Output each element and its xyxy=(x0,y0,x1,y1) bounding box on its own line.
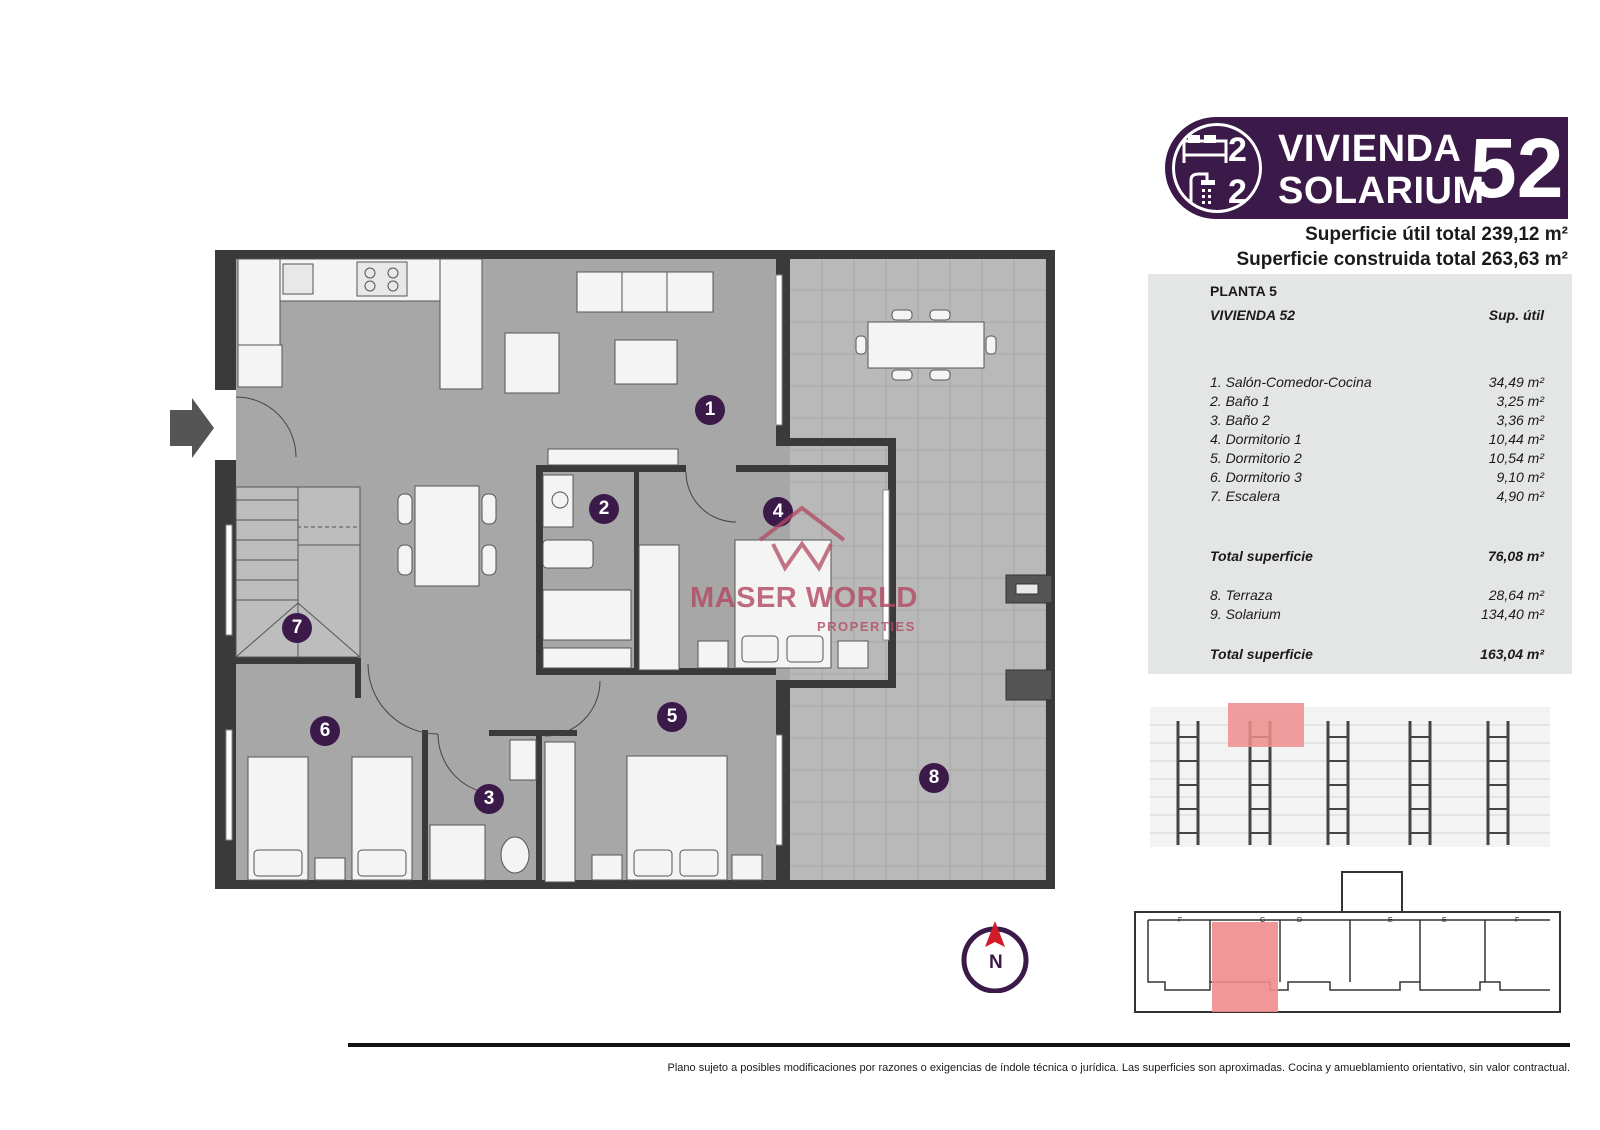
table-row-label: 2. Baño 1 xyxy=(1210,393,1270,409)
table-row-label: 1. Salón-Comedor-Cocina xyxy=(1210,374,1372,390)
room-badge-2: 2 xyxy=(589,494,619,524)
table-row-value: 3,25 m² xyxy=(1496,393,1544,409)
table-floor: PLANTA 5 xyxy=(1210,283,1277,299)
built-surface-total: Superficie construida total 263,63 m² xyxy=(1236,249,1568,270)
watermark-text: MASER WORLD xyxy=(690,582,918,614)
key-letter: F xyxy=(1515,917,1520,924)
table-row-value: 134,40 m² xyxy=(1480,606,1544,622)
bathroom-1-fixtures xyxy=(542,474,680,671)
dining-table xyxy=(397,485,497,587)
kitchen xyxy=(237,258,483,390)
key-letter: F xyxy=(1178,917,1183,924)
room-badge-3: 3 xyxy=(474,784,504,814)
table-row-value: 9,10 m² xyxy=(1496,469,1544,485)
badge-icon-circle xyxy=(1172,123,1262,213)
key-letter: D xyxy=(1297,917,1303,924)
table-row-label: 4. Dormitorio 1 xyxy=(1210,431,1302,447)
table-row-label: 9. Solarium xyxy=(1210,606,1281,622)
key-letter: E xyxy=(1388,917,1393,924)
bathroom-count: 2 xyxy=(1228,173,1247,211)
unit-highlight xyxy=(1228,703,1304,747)
building-elevation-key xyxy=(1150,703,1550,847)
entrance-arrow-icon xyxy=(170,398,214,458)
terrace-fixtures xyxy=(1005,574,1053,701)
table-row-value: 10,54 m² xyxy=(1488,450,1544,466)
table-row-label: 3. Baño 2 xyxy=(1210,412,1270,428)
room-badge-4: 4 xyxy=(763,497,793,527)
room-badge-8: 8 xyxy=(919,763,949,793)
table-row-value: 3,36 m² xyxy=(1496,412,1544,428)
unit-number: 52 xyxy=(1470,121,1564,215)
room-badge-7: 7 xyxy=(282,613,312,643)
bedroom-3-beds xyxy=(247,756,413,881)
unit-type-title: VIVIENDA xyxy=(1278,128,1462,170)
footer-rule xyxy=(348,1043,1570,1047)
key-letter: E xyxy=(1442,917,1447,924)
watermark-subtext: PROPERTIES xyxy=(817,619,916,634)
unit-highlight-floor xyxy=(1212,922,1278,1012)
table-row-label: 8. Terraza xyxy=(1210,587,1273,603)
table-row-label: 5. Dormitorio 2 xyxy=(1210,450,1302,466)
table-row-value: 28,64 m² xyxy=(1488,587,1544,603)
table-total-label: Total superficie xyxy=(1210,548,1313,564)
table-unit: VIVIENDA 52 xyxy=(1210,307,1296,323)
useful-surface-total: Superficie útil total 239,12 m² xyxy=(1305,224,1568,245)
bathroom-2-fixtures xyxy=(429,739,537,881)
table-total-value: 163,04 m² xyxy=(1480,646,1544,662)
terrace-table xyxy=(855,309,997,381)
disclaimer: Plano sujeto a posibles modificaciones p… xyxy=(667,1062,1571,1074)
building-floor-key xyxy=(1134,871,1561,1013)
windows xyxy=(225,274,890,846)
table-total-value: 76,08 m² xyxy=(1487,548,1544,564)
watermark-logo-icon xyxy=(758,505,846,572)
bed-icon xyxy=(1182,135,1228,163)
surface-table-panel xyxy=(1148,274,1572,674)
table-row-value: 34,49 m² xyxy=(1488,374,1544,390)
unit-subtype-title: SOLARIUM xyxy=(1278,170,1485,212)
shower-icon xyxy=(1189,172,1215,204)
table-column-header: Sup. útil xyxy=(1488,307,1544,323)
table-row-label: 7. Escalera xyxy=(1210,488,1281,504)
room-badge-1: 1 xyxy=(695,395,725,425)
compass-icon xyxy=(961,921,1029,993)
table-row-value: 4,90 m² xyxy=(1496,488,1544,504)
table-total-label: Total superficie xyxy=(1210,646,1313,662)
table-row-value: 10,44 m² xyxy=(1488,431,1544,447)
key-letter: C xyxy=(1260,917,1266,924)
room-badge-5: 5 xyxy=(657,702,687,732)
compass-north-label: N xyxy=(989,952,1003,973)
table-row-label: 6. Dormitorio 3 xyxy=(1210,469,1302,485)
sofa xyxy=(504,271,714,466)
room-badge-6: 6 xyxy=(310,716,340,746)
bedroom-2-bed xyxy=(544,741,763,883)
bedroom-count: 2 xyxy=(1228,131,1247,169)
